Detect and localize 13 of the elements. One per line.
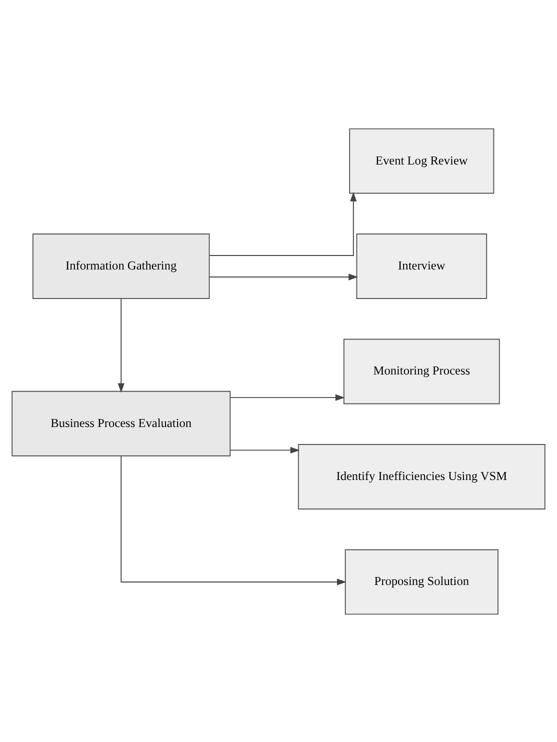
node-box: Proposing Solution	[344, 548, 498, 614]
arrow	[120, 455, 346, 585]
node-box: Monitoring Process	[343, 338, 500, 404]
node-box: Business Process Evaluation	[12, 390, 231, 456]
arrow	[230, 446, 300, 454]
arrow	[230, 394, 345, 400]
node-box: Event Log Review	[349, 128, 494, 194]
node-box: Identify Inefficiencies Using VSM	[298, 444, 546, 509]
arrow	[209, 191, 357, 256]
node-box: Interview	[356, 233, 488, 298]
arrow	[209, 273, 358, 280]
arrow	[118, 298, 124, 392]
node-box: Information Gathering	[32, 233, 210, 298]
